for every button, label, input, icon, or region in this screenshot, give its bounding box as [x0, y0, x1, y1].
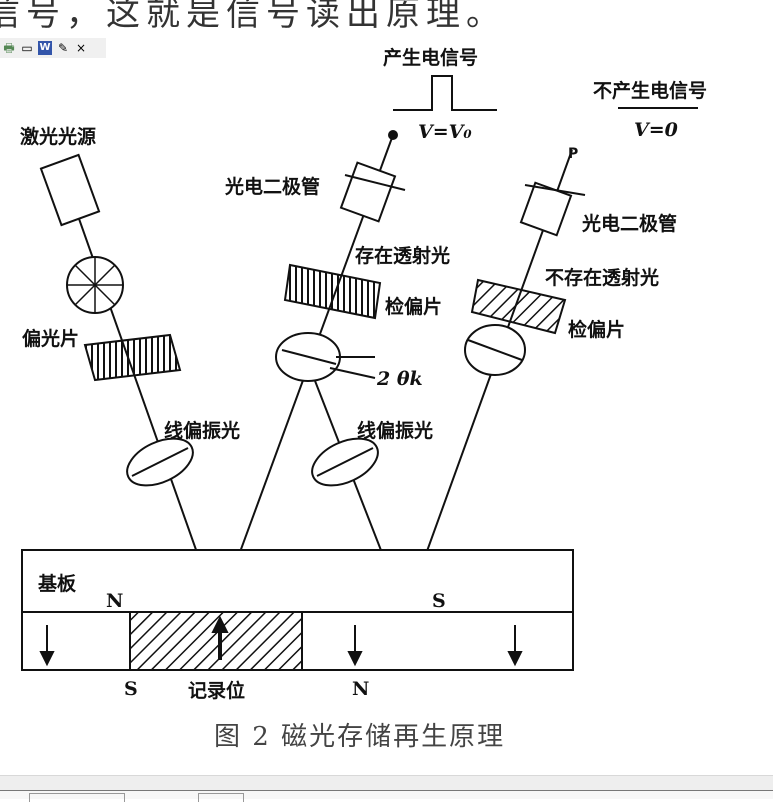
status-field-1	[29, 793, 125, 802]
substrate-label: 基板	[37, 572, 77, 595]
n-top-label: N	[106, 590, 123, 612]
s-top-label: S	[432, 590, 446, 612]
photodiode-1-label: 光电二极管	[224, 175, 320, 198]
v-off-label: V=0	[634, 119, 678, 141]
analyzer-2-label: 检偏片	[568, 318, 625, 341]
polarizer-label: 偏光片	[22, 327, 79, 350]
linear-polarized-2-label: 线偏振光	[357, 419, 433, 442]
angle-label: 2 θk	[376, 368, 423, 390]
image-toolbar: 🖶 ▭ W ✎ ×	[0, 38, 106, 58]
word-icon[interactable]: W	[38, 41, 52, 55]
v-on-label: V=V₀	[418, 121, 472, 143]
analyzer-1-label: 检偏片	[385, 295, 442, 318]
analyzer-1	[283, 263, 382, 320]
incident-beam-1	[59, 164, 219, 613]
bottom-bar	[0, 791, 773, 802]
analyzer-2	[470, 278, 567, 335]
transmitted-label: 存在透射光	[355, 244, 450, 267]
status-field-2	[198, 793, 244, 802]
status-bar	[0, 775, 773, 792]
substrate	[21, 549, 574, 613]
signal-on-label: 产生电信号	[383, 46, 478, 69]
record-bit	[129, 611, 303, 671]
n-bottom-label: N	[352, 678, 369, 700]
document-text: 信号，这就是信号读出原理。	[0, 0, 506, 34]
s-bottom-label: S	[124, 678, 138, 700]
signal-off-label: 不产生电信号	[593, 79, 707, 102]
close-icon[interactable]: ×	[75, 41, 87, 55]
polarizer-plate	[83, 333, 182, 382]
spell-icon[interactable]: ✎	[57, 41, 69, 55]
not-transmitted-label: 不存在透射光	[545, 266, 659, 289]
laser-source	[39, 153, 101, 227]
figure-caption: 图 2 磁光存储再生原理	[214, 722, 505, 752]
print-icon[interactable]: 🖶	[3, 41, 15, 55]
photodiode-2-label: 光电二极管	[581, 212, 677, 235]
p-label: P	[568, 146, 578, 162]
preview-icon[interactable]: ▭	[21, 41, 33, 55]
signal-pulse	[393, 75, 497, 111]
linear-polarized-1-label: 线偏振光	[164, 419, 240, 442]
laser-label: 激光光源	[20, 125, 96, 148]
record-bit-label: 记录位	[188, 679, 245, 702]
photodiode-1	[339, 161, 397, 223]
